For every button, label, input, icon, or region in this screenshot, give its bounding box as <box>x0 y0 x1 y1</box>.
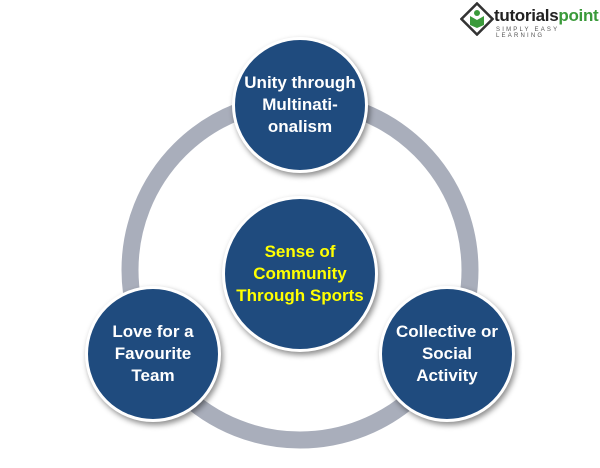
center-node: Sense of Community Through Sports <box>222 196 378 352</box>
logo-icon <box>459 1 495 37</box>
node-collective: Collective or Social Activity <box>379 286 515 422</box>
logo-brand: tutorialspoint <box>494 6 599 25</box>
node-unity: Unity through Multinati-onalism <box>232 37 368 173</box>
tutorialspoint-logo: tutorialspoint SIMPLY EASY LEARNING <box>459 1 600 42</box>
node-love-team: Love for a Favourite Team <box>85 286 221 422</box>
logo-tagline: SIMPLY EASY LEARNING <box>496 27 560 39</box>
